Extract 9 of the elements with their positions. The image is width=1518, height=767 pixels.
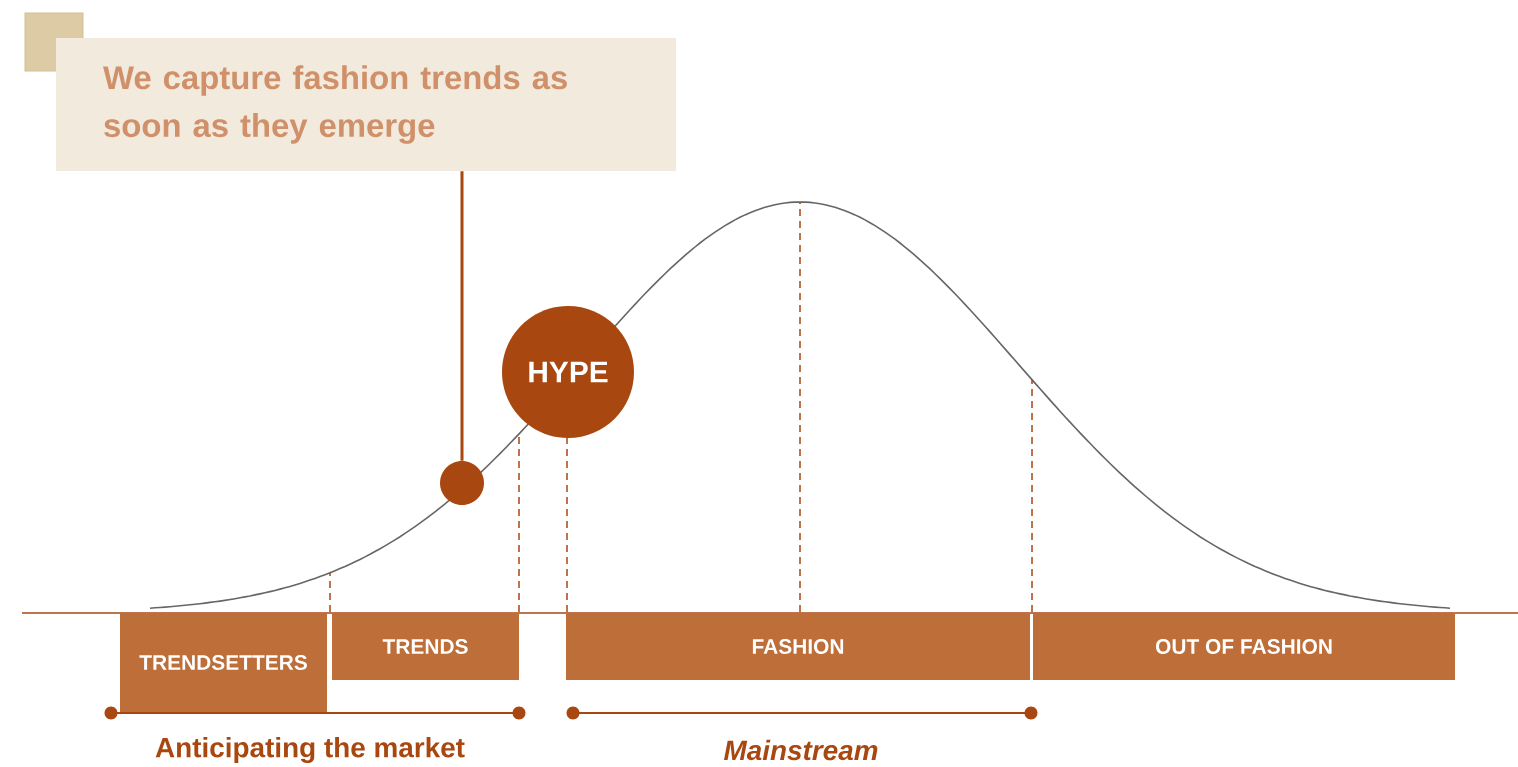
- bracket-label: Mainstream: [724, 739, 878, 761]
- stage-bar: TRENDS: [332, 613, 519, 680]
- bracket-label: Anticipating the market: [155, 736, 465, 764]
- stage-bar: OUT OF FASHION: [1033, 613, 1455, 680]
- stage-bar: FASHION: [566, 613, 1030, 680]
- callout-box: We capture fashion trends as soon as they emerge: [56, 38, 676, 171]
- leader-line: [460, 171, 464, 461]
- dot-marker: [440, 461, 484, 505]
- stage-bar: TRENDSETTERS: [120, 613, 327, 712]
